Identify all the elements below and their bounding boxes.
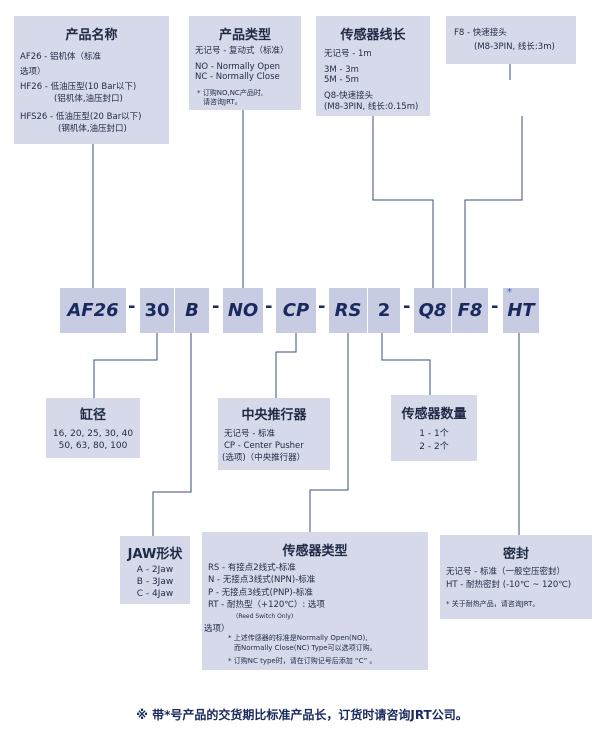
type-line: NO - Normally Open [195, 62, 281, 72]
sensor-type-note: 而Normally Close(NC) Type可以选项订购。 [234, 644, 377, 652]
model-line: (铝机体,油压封口) [54, 94, 123, 104]
sensor-type-note: * 上述传感器的标准是Normally Open(NO), [228, 634, 368, 642]
bore-title: 缸径 [79, 408, 106, 423]
sensor-type-line: N - 无接点3线式(NPN)-标准 [208, 575, 316, 585]
jaw-box: JAW形状 A - 2Jaw B - 3Jaw C - 4Jaw [120, 536, 190, 604]
pusher-line: CP - Center Pusher [224, 441, 304, 451]
sensor-cable-box: 传感器线长 无记号 - 1m 3M - 3m 5M - 5m Q8-快速接头 (… [316, 16, 430, 116]
code-segment-af26: AF26 [60, 288, 126, 333]
code-dash: - [491, 296, 499, 317]
sensor-type-box: 传感器类型 RS - 有接点2线式-标准 N - 无接点3线式(NPN)-标准 … [202, 532, 428, 670]
code-dash: - [212, 296, 220, 317]
sensor-type-line: P - 无接点3线式(PNP)-标准 [208, 588, 313, 598]
code-segment-bore: 30 [140, 288, 174, 333]
code-segment-jaw: B [175, 288, 209, 333]
jaw-line: B - 3Jaw [136, 577, 174, 587]
sensor-type-line: RT - 耐热型（+120℃）: 选项 [208, 600, 325, 610]
code-segment-connector: F8 [452, 288, 488, 333]
model-line: HFS26 - 低油压型(20 Bar以下) [20, 112, 142, 122]
model-line: HF26 - 低油压型(10 Bar以下) [20, 82, 137, 92]
sensor-type-title: 传感器类型 [282, 544, 348, 559]
connector-box: F8 - 快速接头 (M8-3PIN, 线长:3m) [446, 16, 576, 64]
jaw-line: C - 4Jaw [136, 589, 174, 599]
type-note: * 订购NO,NC产品时, [197, 89, 264, 97]
seal-line: HT - 耐热密封 (-10℃ ~ 120℃) [446, 580, 572, 590]
sensor-type-option-label: 选项） [204, 624, 230, 634]
sensor-qty-line: 1 - 1个 [419, 429, 449, 439]
sensor-type-note: * 订购NC type时，请在订购记号后添加 “C” 。 [228, 657, 377, 665]
sensor-cable-line: (M8-3PIN, 线长:0.15m) [324, 102, 419, 112]
type-box: 产品类型 无记号 - 复动式（标准） NO - Normally Open NC… [189, 16, 301, 110]
model-title: 产品名称 [65, 28, 118, 43]
connector-line: F8 - 快速接头 [454, 28, 507, 38]
sensor-type-line: RS - 有接点2线式-标准 [208, 563, 296, 573]
type-note: 请咨询JRT。 [203, 98, 242, 106]
jaw-line: A - 2Jaw [136, 565, 174, 575]
code-segment-sensor-qty: 2 [368, 288, 400, 333]
model-line: 选项） [20, 67, 46, 77]
code-segment-sensor-cable: Q8 [414, 288, 451, 333]
sensor-cable-line: Q8-快速接头 [324, 91, 374, 101]
code-dash: - [265, 296, 273, 317]
sensor-qty-title: 传感器数量 [401, 407, 467, 422]
seal-line: 无记号 - 标准（一般空压密封） [446, 567, 565, 577]
footer-note: ※ 带*号产品的交货期比标准产品长，订货时请咨询JRT公司。 [136, 708, 468, 722]
seal-box: 密封 无记号 - 标准（一般空压密封） HT - 耐热密封 (-10℃ ~ 12… [440, 535, 592, 619]
type-title: 产品类型 [218, 28, 271, 43]
sensor-qty-line: 2 - 2个 [419, 442, 449, 452]
sensor-type-small: (Reed Switch Only) [236, 613, 294, 620]
seal-note: * 关于耐热产品，请咨询JRT。 [446, 600, 540, 608]
code-segment-pusher: CP [276, 288, 316, 333]
sensor-cable-line: 3M - 3m [324, 65, 359, 75]
model-box: 产品名称 AF26 - 铝机体（标准 选项） HF26 - 低油压型(10 Ba… [14, 16, 169, 144]
code-dash: - [318, 296, 326, 317]
connector-line: (M8-3PIN, 线长:3m) [474, 42, 555, 52]
pusher-line: 无记号 - 标准 [224, 429, 275, 439]
pusher-title: 中央推行器 [241, 408, 307, 423]
code-star: * [507, 287, 512, 298]
code-dash: - [403, 296, 411, 317]
bore-line: 16, 20, 25, 30, 40 [52, 429, 134, 439]
seal-title: 密封 [502, 547, 529, 562]
code-segment-type: NO [223, 288, 263, 333]
bore-line: 50, 63, 80, 100 [58, 441, 128, 451]
sensor-cable-title: 传感器线长 [340, 28, 406, 43]
code-dash: - [128, 296, 136, 317]
model-line: (钢机体,油压封口) [58, 124, 127, 134]
sensor-cable-line: 5M - 5m [324, 75, 359, 85]
pusher-box: 中央推行器 无记号 - 标准 CP - Center Pusher (选项)（中… [218, 398, 330, 470]
sensor-cable-line: 无记号 - 1m [324, 49, 372, 59]
code-segment-seal: HT [503, 288, 539, 333]
type-line: 无记号 - 复动式（标准） [195, 46, 289, 56]
code-segment-sensor-type: RS [329, 288, 367, 333]
pusher-line: (选项)（中央推行器） [222, 453, 306, 463]
bore-box: 缸径 16, 20, 25, 30, 40 50, 63, 80, 100 [46, 398, 140, 458]
jaw-title: JAW形状 [127, 547, 183, 562]
sensor-qty-box: 传感器数量 1 - 1个 2 - 2个 [391, 395, 477, 461]
type-line: NC - Normally Close [195, 72, 280, 82]
model-line: AF26 - 铝机体（标准 [20, 52, 101, 62]
